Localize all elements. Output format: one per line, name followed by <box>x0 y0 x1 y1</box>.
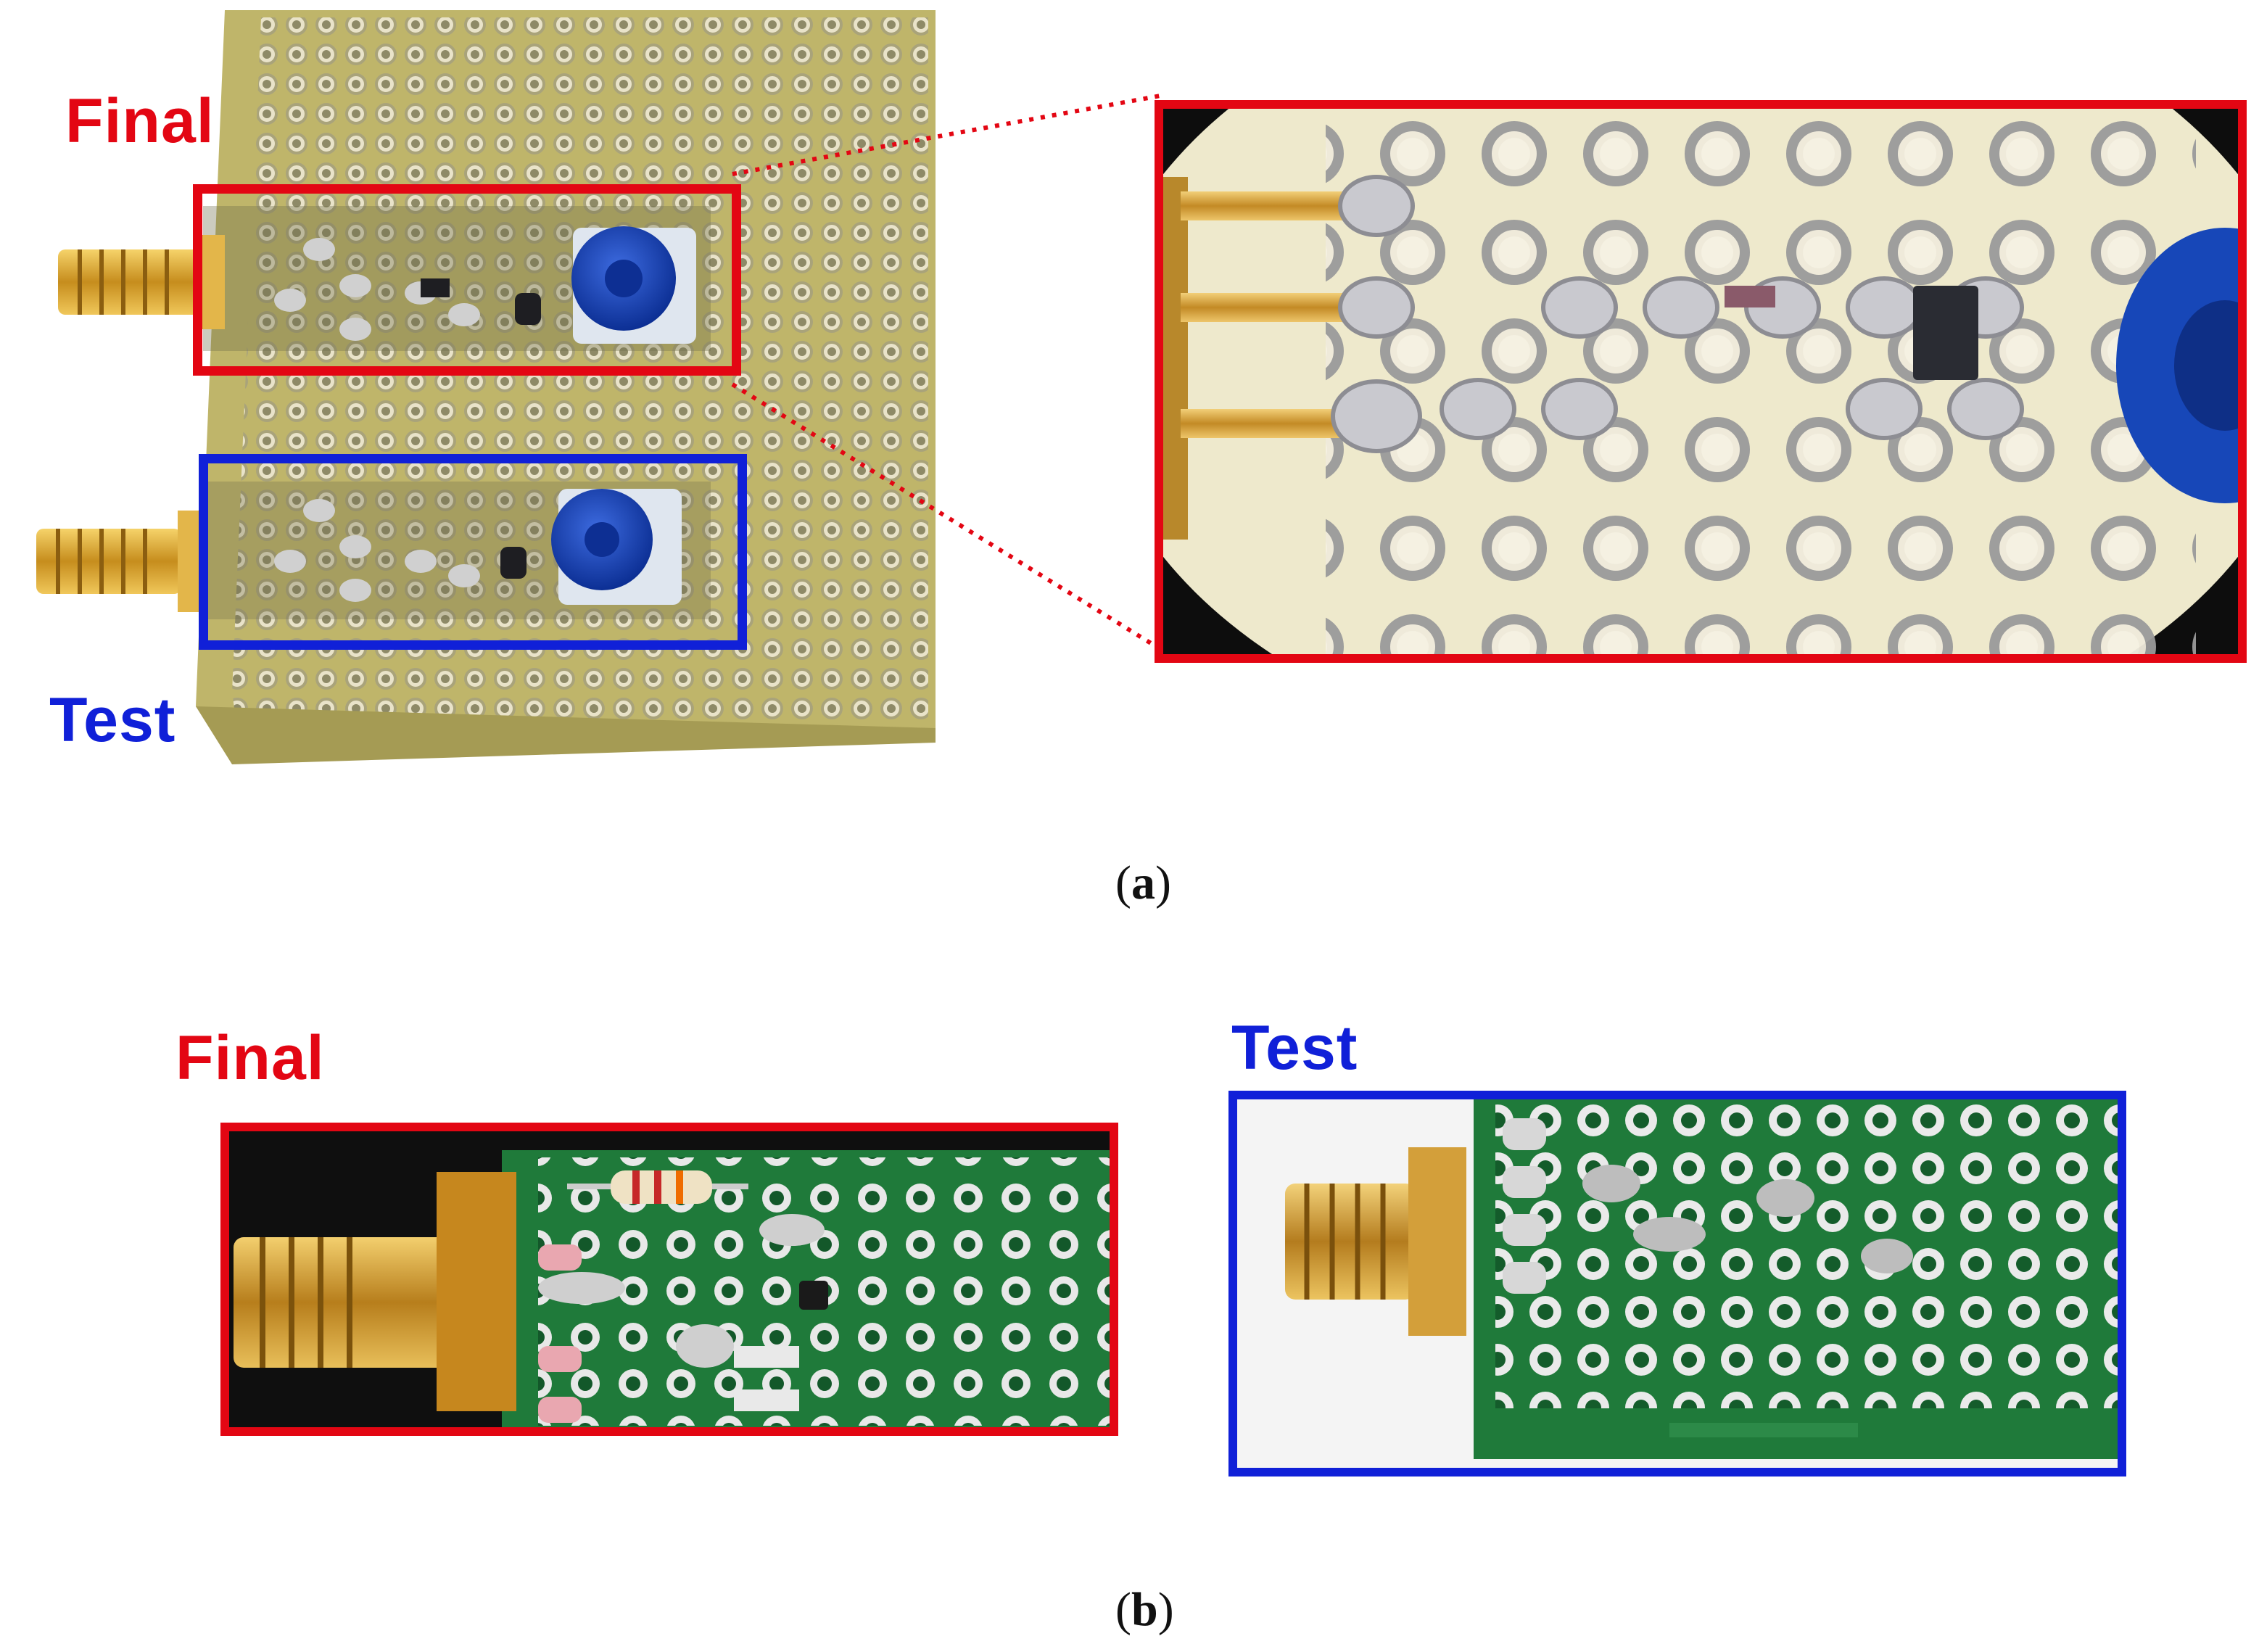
caption-b-letter: b <box>1131 1583 1158 1636</box>
caption-b-open: ( <box>1115 1583 1131 1636</box>
caption-a-letter: a <box>1131 856 1155 909</box>
label-test-a: Test <box>49 685 176 755</box>
test-circuit-area <box>36 482 711 619</box>
photo-perfboard-overview <box>15 10 936 786</box>
zoom-detail-frame <box>1155 100 2247 663</box>
test-highlight-box <box>199 454 747 650</box>
photo-final-green-board <box>226 1128 1112 1430</box>
resistor-icon <box>567 1170 748 1204</box>
caption-a: (a) <box>1115 856 1171 911</box>
final-circuit-area <box>58 206 711 351</box>
final-photo-frame <box>220 1123 1118 1436</box>
label-final-a: Final <box>65 86 215 156</box>
caption-a-open: ( <box>1115 856 1131 909</box>
caption-b-close: ) <box>1157 1583 1174 1636</box>
label-test-b: Test <box>1231 1013 1358 1083</box>
final-highlight-box <box>193 184 741 376</box>
test-photo-frame <box>1228 1091 2126 1477</box>
caption-b: (b) <box>1115 1582 1174 1637</box>
caption-a-close: ) <box>1155 856 1171 909</box>
photo-zoomed-detail <box>1159 104 2242 658</box>
photo-test-green-board <box>1234 1096 2120 1471</box>
label-final-b: Final <box>175 1023 325 1093</box>
